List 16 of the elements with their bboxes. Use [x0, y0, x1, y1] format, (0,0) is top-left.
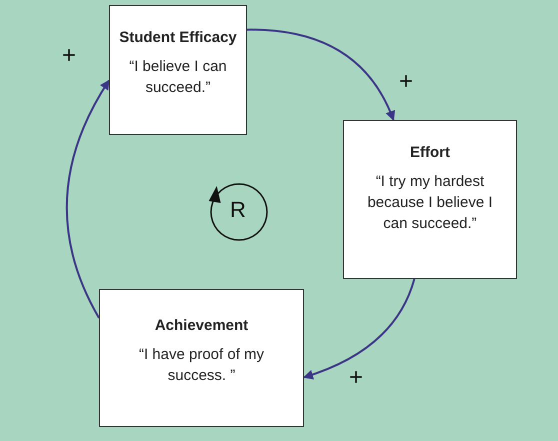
polarity-sign: + — [399, 70, 414, 94]
arrow — [246, 28, 395, 121]
loop-label: R — [230, 198, 246, 222]
polarity-sign: + — [62, 44, 76, 68]
quote-text: “I have proof of my success. ” — [138, 345, 266, 386]
box-heading: Achievement — [154, 316, 248, 336]
arrow — [303, 278, 416, 380]
text-box — [99, 289, 304, 427]
box-heading: Student Efficacy — [119, 28, 237, 48]
box-heading: Effort — [410, 143, 450, 163]
quote-text: “I try my hardest because I believe I can succeed.” — [366, 172, 494, 234]
text-box — [343, 120, 517, 279]
arrow — [66, 80, 110, 318]
quote-text: “I believe I can succeed.” — [128, 57, 228, 98]
text-box — [109, 5, 247, 135]
polarity-sign: + — [349, 366, 364, 390]
